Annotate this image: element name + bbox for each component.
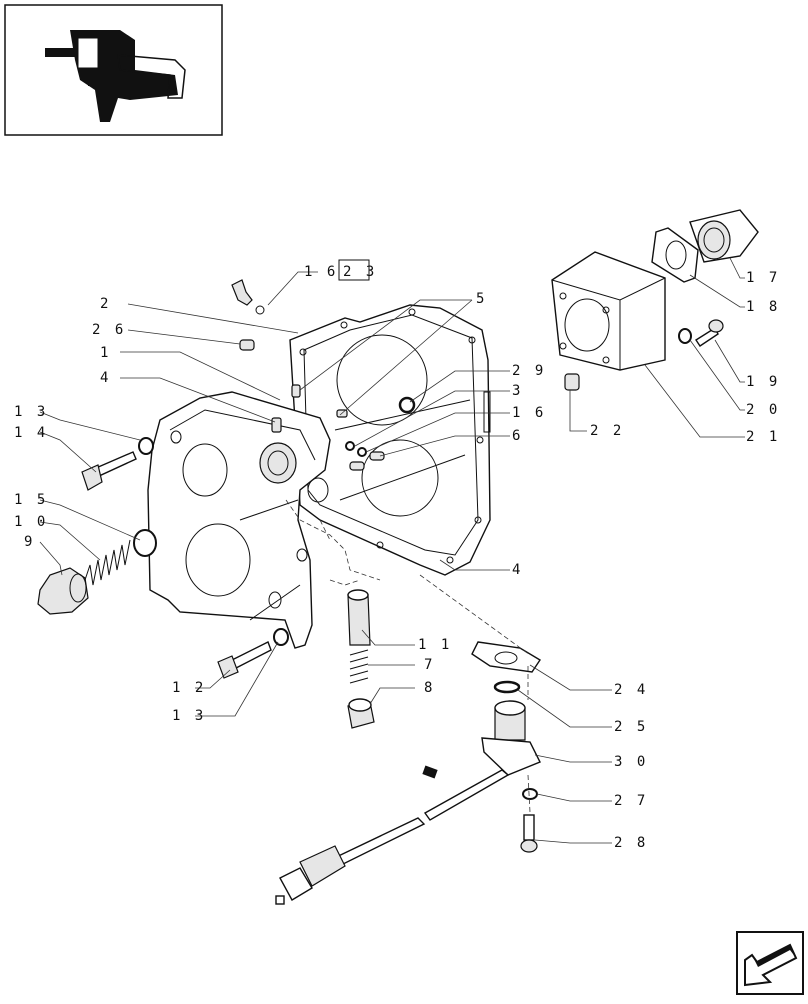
plug-8 [347, 698, 375, 729]
plug-4-upper [271, 417, 282, 433]
callout-3: 3 [512, 383, 523, 399]
gasket-24 [471, 641, 541, 673]
callout-20: 2 0 [746, 402, 780, 418]
o-ring-3 [345, 441, 355, 451]
sleeve-17 [689, 209, 759, 263]
callout-16: 1 6 [304, 264, 338, 280]
flange-18 [651, 227, 699, 283]
callout-16-right: 1 6 [512, 405, 546, 421]
washer-13-lower [273, 628, 289, 646]
bolt-12 [217, 641, 272, 679]
spring-7 [349, 649, 369, 684]
callout-29: 2 9 [512, 363, 546, 379]
clip [422, 765, 438, 779]
callout-22: 2 2 [590, 423, 624, 439]
callout-10: 1 0 [14, 514, 48, 530]
washer-20 [678, 328, 692, 344]
pin-5 [291, 384, 301, 398]
callout-13-lower: 1 3 [172, 708, 206, 724]
callout-labels: 1 6 2 3 2 2 6 1 4 5 2 9 3 1 6 6 1 3 1 4 … [14, 259, 780, 851]
callout-24: 2 4 [614, 682, 648, 698]
hose-fitting [231, 279, 265, 315]
callout-26: 2 6 [92, 322, 126, 338]
callout-6: 6 [512, 428, 523, 444]
callout-17: 1 7 [746, 270, 780, 286]
previous-page-arrow-icon[interactable] [736, 931, 804, 995]
callout-25: 2 5 [614, 719, 648, 735]
o-ring-16 [357, 447, 367, 457]
callout-9: 9 [24, 534, 35, 550]
assembly-location-thumbnail[interactable] [4, 4, 223, 136]
valve-11 [347, 589, 371, 646]
callout-8: 8 [424, 680, 435, 696]
callout-7: 7 [424, 657, 435, 673]
seal-15 [133, 529, 157, 557]
bolt-19 [695, 319, 724, 347]
callout-11: 1 1 [418, 637, 452, 653]
callout-28: 2 8 [614, 835, 648, 851]
cover-21 [551, 251, 666, 371]
callout-4-lower: 4 [512, 562, 523, 578]
callout-1: 1 [100, 345, 111, 361]
spring-10 [84, 539, 131, 586]
callout-2: 2 [100, 296, 111, 312]
washer-27 [522, 788, 538, 800]
rear-housing [289, 304, 491, 576]
callout-4-upper: 4 [100, 370, 111, 386]
sensor-housing-30 [481, 700, 541, 776]
callout-15: 1 5 [14, 492, 48, 508]
callout-21: 2 1 [746, 429, 780, 445]
o-ring-29 [398, 396, 416, 414]
callout-14: 1 4 [14, 425, 48, 441]
plug-22 [564, 373, 580, 391]
callout-23: 2 3 [343, 264, 377, 280]
callout-27: 2 7 [614, 793, 648, 809]
callout-13-upper: 1 3 [14, 404, 48, 420]
bolt-28 [520, 814, 538, 853]
dowel-6 [369, 451, 385, 461]
callout-5: 5 [476, 291, 487, 307]
leader-lines [39, 257, 745, 844]
callout-12: 1 2 [172, 680, 206, 696]
callout-19: 1 9 [746, 374, 780, 390]
dowel-pin-26 [239, 339, 255, 351]
dowel-mid [349, 461, 365, 471]
sensor-cable [275, 769, 510, 905]
o-ring-25 [493, 680, 521, 694]
callout-18: 1 8 [746, 299, 780, 315]
front-housing [147, 391, 331, 649]
callout-30: 3 0 [614, 754, 648, 770]
bolt-14 [81, 451, 137, 491]
relief-valve-plug-9 [37, 567, 89, 615]
washer-13-upper [138, 437, 154, 455]
